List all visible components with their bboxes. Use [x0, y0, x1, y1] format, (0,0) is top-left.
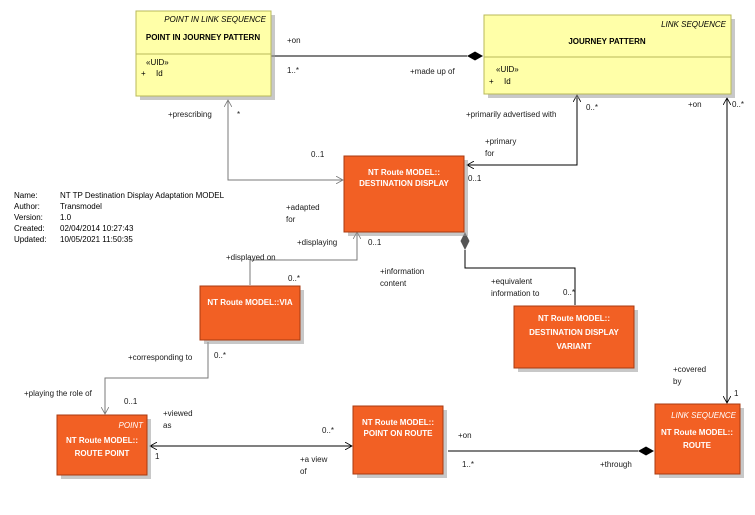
class-stereotype: LINK SEQUENCE — [671, 411, 737, 420]
role-label-line2: of — [300, 467, 307, 476]
multiplicity-label: 0..* — [288, 274, 300, 283]
role-label-line2: as — [163, 421, 171, 430]
composite-diamond-jp — [467, 51, 483, 61]
class-point-on-route[interactable]: NT Route MODEL:: POINT ON ROUTE — [352, 405, 447, 478]
multiplicity-label: 1..* — [287, 66, 299, 75]
multiplicity-label: * — [237, 110, 240, 119]
role-label: +primarily advertised with — [466, 110, 556, 119]
meta-key-author: Author: — [14, 202, 40, 211]
class-via[interactable]: NT Route MODEL::VIA — [199, 285, 304, 344]
attr-name: Id — [504, 77, 511, 86]
class-route[interactable]: LINK SEQUENCE NT Route MODEL:: ROUTE — [654, 403, 744, 478]
class-route-point[interactable]: POINT NT Route MODEL:: ROUTE POINT — [56, 414, 151, 479]
role-label: +on — [458, 431, 472, 440]
class-name-line1: NT Route MODEL:: — [362, 418, 434, 427]
multiplicity-label: 0..* — [586, 103, 598, 112]
multiplicity-label: 0..* — [214, 351, 226, 360]
class-name-line3: VARIANT — [557, 342, 592, 351]
role-label-line2: information to — [491, 289, 540, 298]
role-label-line1: +primary — [485, 137, 516, 146]
class-name: POINT IN JOURNEY PATTERN — [146, 33, 260, 42]
class-point-in-journey-pattern[interactable]: POINT IN LINK SEQUENCE POINT IN JOURNEY … — [135, 10, 275, 100]
meta-value-version: 1.0 — [60, 213, 72, 222]
edge-via-routepoint — [105, 342, 209, 414]
multiplicity-label: 0..1 — [124, 397, 138, 406]
role-label: +corresponding to — [128, 353, 193, 362]
multiplicity-label: 0..* — [563, 288, 575, 297]
class-name: NT Route MODEL::VIA — [207, 298, 293, 307]
edge-pijp-dd — [228, 100, 343, 180]
role-label-line1: +equivalent — [491, 277, 533, 286]
class-name-line2: ROUTE — [683, 441, 712, 450]
role-label-line2: by — [673, 377, 681, 386]
meta-key-version: Version: — [14, 213, 43, 222]
class-name-line2: DESTINATION DISPLAY — [529, 328, 619, 337]
class-stereotype: POINT — [119, 421, 145, 430]
association-labels: +on 1..* +made up of +prescribing * +pri… — [24, 36, 744, 476]
class-name-line2: POINT ON ROUTE — [364, 429, 434, 438]
role-label-line1: +a view — [300, 455, 328, 464]
composite-diamond-route — [638, 446, 654, 456]
attr-visibility: + — [141, 69, 146, 78]
class-name-line1: NT Route MODEL:: — [538, 314, 610, 323]
class-stereotype: LINK SEQUENCE — [661, 20, 727, 29]
role-label-line1: +covered — [673, 365, 706, 374]
role-label-line1: +viewed — [163, 409, 193, 418]
attr-name: Id — [156, 69, 163, 78]
role-label-line2: for — [286, 215, 296, 224]
class-name-line1: NT Route MODEL:: — [66, 436, 138, 445]
class-name-line1: NT Route MODEL:: — [368, 168, 440, 177]
attr-visibility: + — [489, 77, 494, 86]
associations — [105, 51, 727, 456]
composite-diamond-dd — [460, 232, 470, 250]
multiplicity-label: 0..1 — [468, 174, 482, 183]
meta-value-author: Transmodel — [60, 202, 102, 211]
meta-value-updated: 10/05/2021 11:50:35 — [60, 235, 133, 244]
role-label-line2: for — [485, 149, 495, 158]
role-label: +playing the role of — [24, 389, 93, 398]
meta-value-created: 02/04/2014 10:27:43 — [60, 224, 134, 233]
class-name-line2: DESTINATION DISPLAY — [359, 179, 449, 188]
multiplicity-label: 0..* — [732, 100, 744, 109]
class-name: JOURNEY PATTERN — [568, 37, 646, 46]
multiplicity-label: 1 — [734, 389, 739, 398]
diagram-metadata: Name: NT TP Destination Display Adaptati… — [14, 191, 225, 244]
class-stereotype: POINT IN LINK SEQUENCE — [164, 15, 266, 24]
role-label: +displayed on — [226, 253, 276, 262]
multiplicity-label: 1 — [155, 452, 160, 461]
attr-stereotype: «UID» — [146, 58, 169, 67]
class-journey-pattern[interactable]: LINK SEQUENCE JOURNEY PATTERN «UID» + Id — [483, 14, 735, 98]
meta-key-updated: Updated: — [14, 235, 46, 244]
role-label: +through — [600, 460, 632, 469]
attr-stereotype: «UID» — [496, 65, 519, 74]
edge-dd-via — [249, 232, 357, 285]
class-name-line1: NT Route MODEL:: — [661, 428, 733, 437]
multiplicity-label: 1..* — [462, 460, 474, 469]
role-label: +prescribing — [168, 110, 212, 119]
role-label: +on — [287, 36, 301, 45]
role-label: +on — [688, 100, 702, 109]
edge-dd-variant — [464, 250, 576, 305]
meta-value-name: NT TP Destination Display Adaptation MOD… — [60, 191, 225, 200]
role-label-line1: +information — [380, 267, 424, 276]
multiplicity-label: 0..1 — [368, 238, 382, 247]
class-name-line2: ROUTE POINT — [75, 449, 130, 458]
role-label-line1: +adapted — [286, 203, 320, 212]
class-destination-display[interactable]: NT Route MODEL:: DESTINATION DISPLAY — [343, 155, 468, 236]
multiplicity-label: 0..1 — [311, 150, 325, 159]
role-label: +made up of — [410, 67, 455, 76]
class-destination-display-variant[interactable]: NT Route MODEL:: DESTINATION DISPLAY VAR… — [513, 305, 638, 372]
role-label-line2: content — [380, 279, 407, 288]
multiplicity-label: 0..* — [322, 426, 334, 435]
meta-key-name: Name: — [14, 191, 38, 200]
meta-key-created: Created: — [14, 224, 45, 233]
edge-jp-dd — [467, 95, 577, 165]
role-label: +displaying — [297, 238, 337, 247]
